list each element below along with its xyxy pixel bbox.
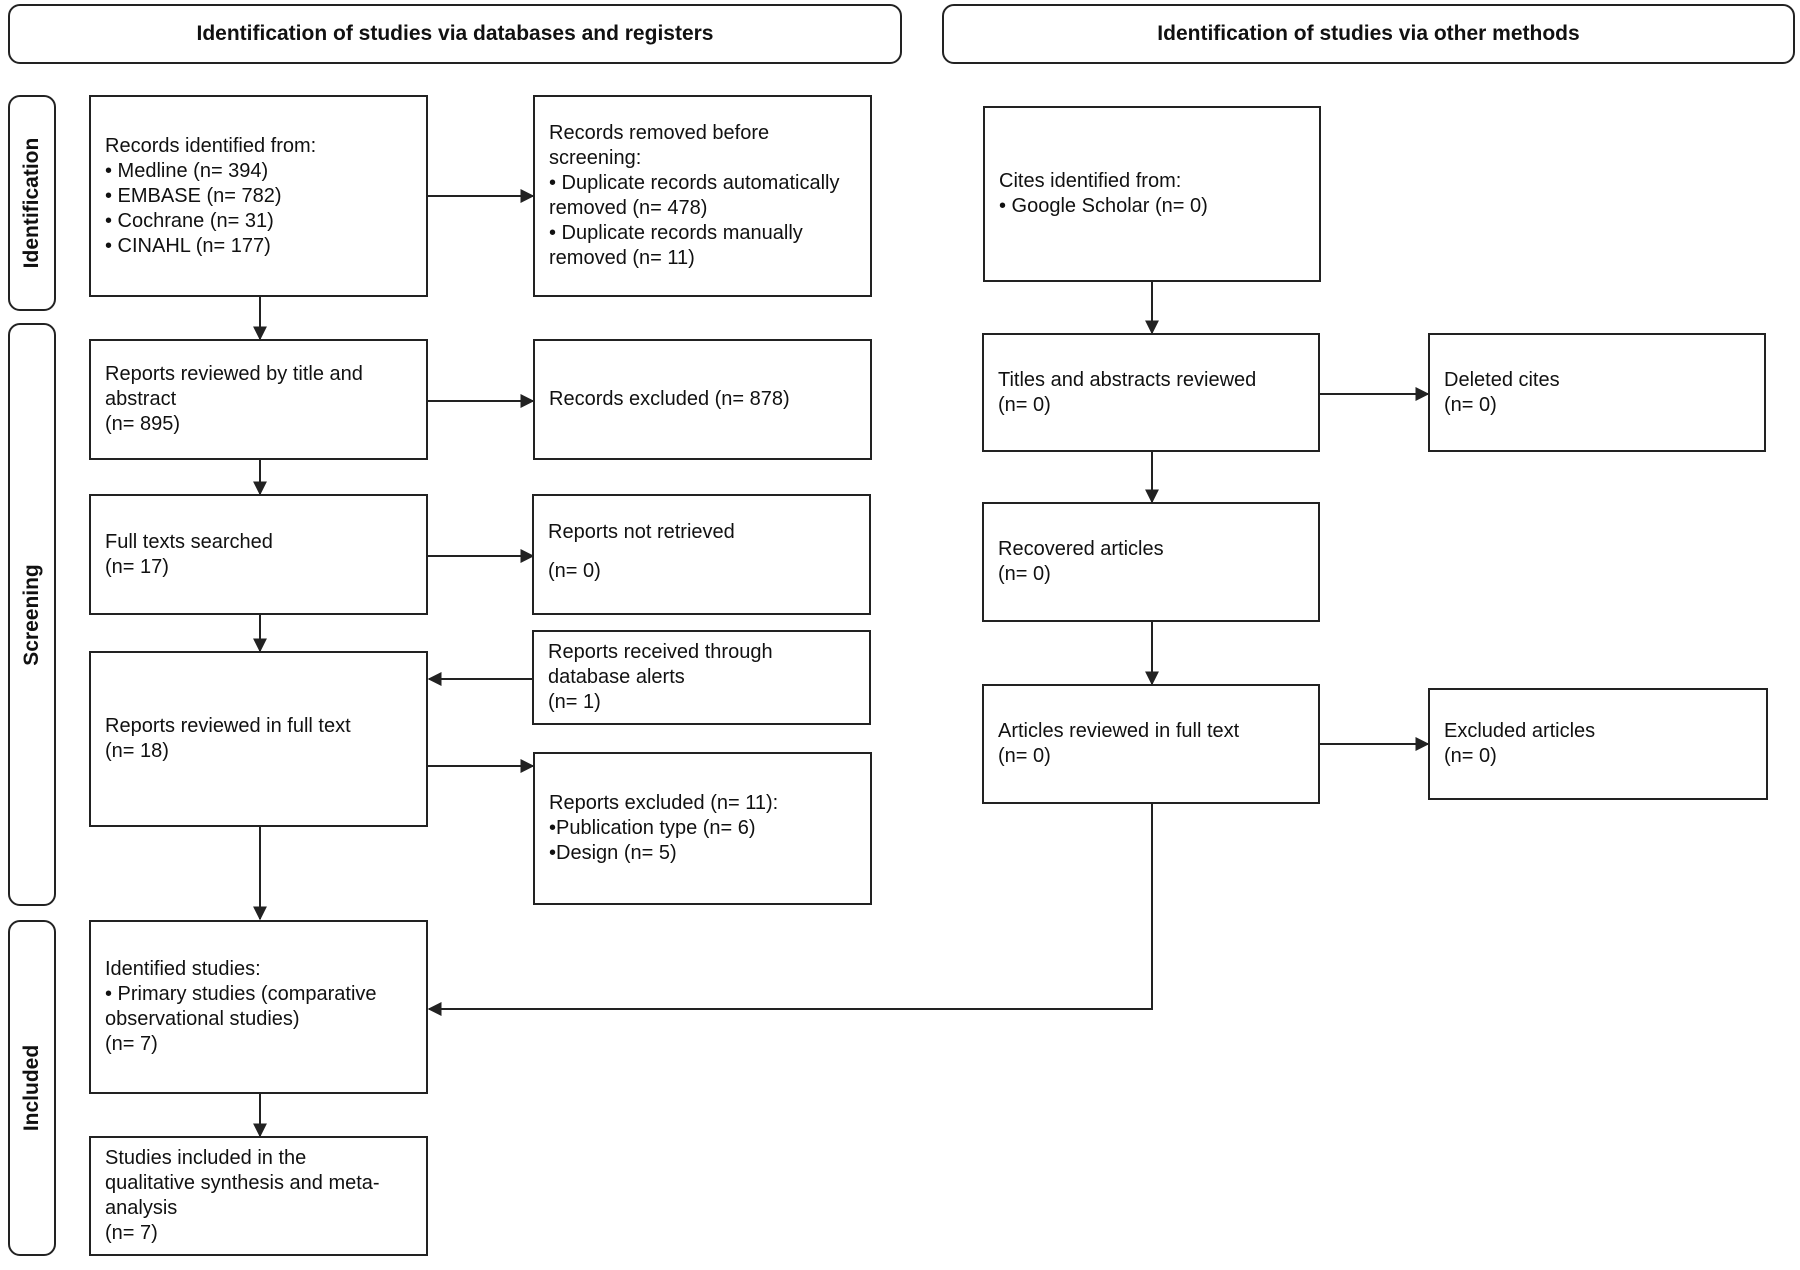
phase-identification: Identification	[8, 95, 56, 311]
full-text-review-line: (n= 18)	[105, 740, 169, 762]
records-identified-line: • EMBASE (n= 782)	[105, 184, 282, 207]
recovered-line: Recovered articles	[998, 538, 1164, 560]
recovered-line: (n= 0)	[998, 563, 1051, 585]
records-identified-line: • CINAHL (n= 177)	[105, 234, 271, 257]
phase-screening: Screening	[8, 323, 56, 906]
records-removed-line: removed (n= 11)	[549, 247, 695, 269]
included-studies-box: Studies included in the qualitative synt…	[89, 1136, 428, 1256]
excluded-articles-line: (n= 0)	[1444, 745, 1497, 767]
header-other-methods: Identification of studies via other meth…	[942, 4, 1795, 64]
records-removed-line: screening:	[549, 147, 642, 169]
full-texts-line: Full texts searched	[105, 530, 273, 553]
full-texts-searched-box: Full texts searched (n= 17)	[89, 494, 428, 615]
identified-studies-line: observational studies)	[105, 1008, 300, 1030]
articles-full-text-line: Articles reviewed in full text	[998, 720, 1240, 742]
articles-full-text-box: Articles reviewed in full text (n= 0)	[982, 684, 1320, 804]
title-abstract-box: Reports reviewed by title and abstract (…	[89, 339, 428, 460]
excluded-articles-line: Excluded articles	[1444, 720, 1596, 742]
deleted-cites-line: (n= 0)	[1444, 393, 1497, 416]
database-alerts-box: Reports received through database alerts…	[532, 630, 871, 725]
records-removed-box: Records removed before screening: • Dupl…	[533, 95, 872, 297]
records-identified-line: • Cochrane (n= 31)	[105, 209, 274, 232]
reports-excluded-line: •Design (n= 5)	[549, 842, 677, 864]
records-removed-line: • Duplicate records automatically	[549, 172, 840, 194]
identified-studies-line: • Primary studies (comparative	[105, 983, 377, 1005]
articles-full-text-line: (n= 0)	[998, 745, 1051, 767]
title-abstract-line: Reports reviewed by title and	[105, 363, 363, 385]
cites-identified-box: Cites identified from: • Google Scholar …	[983, 106, 1321, 282]
recovered-articles-box: Recovered articles (n= 0)	[982, 502, 1320, 622]
cites-identified-line: • Google Scholar (n= 0)	[999, 195, 1208, 217]
records-excluded-box: Records excluded (n= 878)	[533, 339, 872, 460]
alerts-line: database alerts	[548, 666, 685, 688]
identified-studies-box: Identified studies: • Primary studies (c…	[89, 920, 428, 1094]
titles-abstracts-line: Titles and abstracts reviewed	[998, 368, 1257, 391]
full-text-review-box: Reports reviewed in full text (n= 18)	[89, 651, 428, 827]
reports-excluded-line: Reports excluded (n= 11):	[549, 792, 779, 814]
header-databases: Identification of studies via databases …	[8, 4, 902, 64]
arrow-other-to-identified	[427, 804, 1153, 1016]
full-text-review-line: Reports reviewed in full text	[105, 715, 351, 737]
title-abstract-line: (n= 895)	[105, 413, 181, 435]
records-excluded-line: Records excluded (n= 878)	[549, 388, 790, 410]
included-studies-line: qualitative synthesis and meta-	[105, 1172, 380, 1194]
records-removed-line: Records removed before	[549, 122, 770, 144]
identified-studies-line: Identified studies:	[105, 958, 261, 980]
included-studies-line: analysis	[105, 1197, 178, 1219]
records-identified-line: • Medline (n= 394)	[105, 159, 269, 182]
excluded-articles-box: Excluded articles (n= 0)	[1428, 688, 1768, 800]
records-removed-line: • Duplicate records manually	[549, 222, 803, 244]
titles-abstracts-line: (n= 0)	[998, 393, 1051, 416]
identified-studies-line: (n= 7)	[105, 1033, 158, 1055]
not-retrieved-line: (n= 0)	[548, 560, 601, 582]
not-retrieved-box: Reports not retrieved (n= 0)	[532, 494, 871, 615]
title-abstract-line: abstract	[105, 388, 177, 410]
titles-abstracts-reviewed-box: Titles and abstracts reviewed (n= 0)	[982, 333, 1320, 452]
full-texts-line: (n= 17)	[105, 555, 169, 578]
alerts-line: (n= 1)	[548, 691, 601, 713]
included-studies-line: (n= 7)	[105, 1222, 158, 1244]
reports-excluded-box: Reports excluded (n= 11): •Publication t…	[533, 752, 872, 905]
phase-included: Included	[8, 920, 56, 1256]
reports-excluded-line: •Publication type (n= 6)	[549, 817, 756, 839]
not-retrieved-line: Reports not retrieved	[548, 521, 735, 543]
records-removed-line: removed (n= 478)	[549, 197, 708, 219]
records-identified-line: Records identified from:	[105, 134, 317, 157]
included-studies-line: Studies included in the	[105, 1147, 307, 1169]
deleted-cites-box: Deleted cites (n= 0)	[1428, 333, 1766, 452]
alerts-line: Reports received through	[548, 641, 773, 663]
deleted-cites-line: Deleted cites	[1444, 368, 1560, 391]
cites-identified-line: Cites identified from:	[999, 170, 1182, 192]
header-databases-label: Identification of studies via databases …	[196, 22, 714, 45]
header-other-label: Identification of studies via other meth…	[1157, 22, 1580, 45]
records-identified-box: Records identified from: • Medline (n= 3…	[89, 95, 428, 297]
